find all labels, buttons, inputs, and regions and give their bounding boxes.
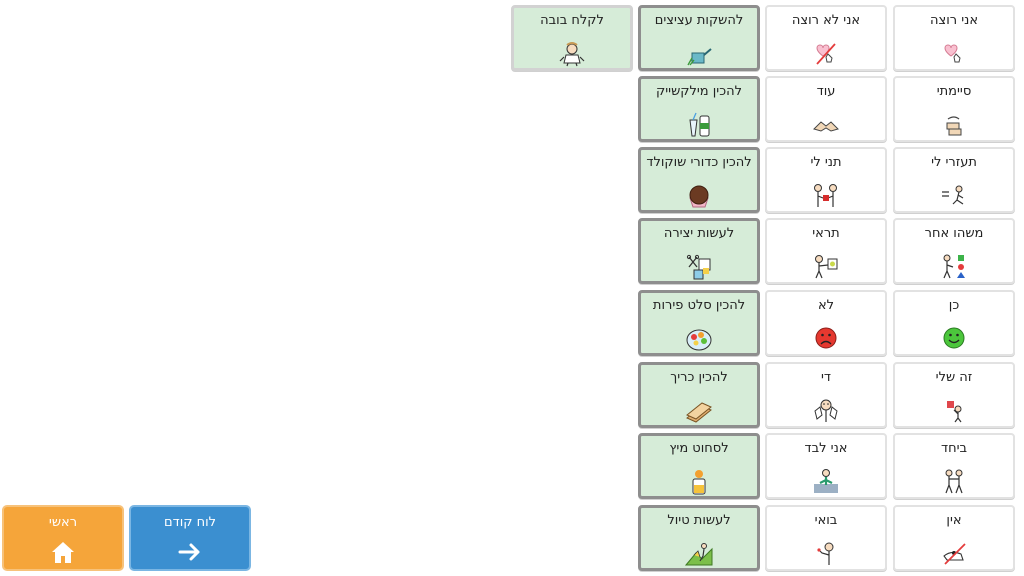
- tile-label: בואי: [814, 513, 838, 528]
- tile-yes[interactable]: כן: [893, 290, 1015, 356]
- previous-board-label: לוח קודם: [163, 515, 217, 530]
- tile-label: לעשות טיול: [667, 513, 731, 528]
- tile-i-want[interactable]: אני רוצה: [893, 5, 1015, 71]
- tile-label: אני לא רוצה: [791, 13, 861, 28]
- tile-craft[interactable]: לעשות יצירה: [638, 218, 760, 284]
- tile-bathe-doll[interactable]: לקלח בובה: [511, 5, 633, 71]
- finished-hands-icon: [939, 111, 969, 137]
- give-me-icon: [811, 182, 841, 208]
- tile-label: להכין סלט פירות: [652, 298, 746, 313]
- trip-icon: [684, 541, 714, 567]
- tile-label: משהו אחר: [924, 226, 984, 241]
- tile-its-mine[interactable]: זה שלי: [893, 362, 1015, 428]
- tile-label: תני לי: [810, 155, 842, 170]
- tile-fruit-salad[interactable]: להכין סלט פירות: [638, 290, 760, 356]
- stop-hands-icon: [811, 397, 841, 423]
- tile-something-else[interactable]: משהו אחר: [893, 218, 1015, 284]
- chocolate-ball-icon: [684, 183, 714, 209]
- tile-chocolate-balls[interactable]: להכין כדורי שוקולד: [638, 147, 760, 213]
- tile-label: תעזרי לי: [931, 155, 977, 170]
- home-button[interactable]: ראשי: [2, 505, 124, 571]
- tile-label: אני לבד: [804, 441, 848, 456]
- tile-make-sandwich[interactable]: להכין כריך: [638, 362, 760, 428]
- tile-finished[interactable]: סיימתי: [893, 76, 1015, 142]
- tile-label: לסחוט מיץ: [669, 441, 729, 456]
- fruit-salad-icon: [684, 326, 714, 352]
- heart-hand-icon: [939, 40, 969, 66]
- tile-label: כן: [948, 298, 960, 313]
- tile-label: להשקות עציצים: [654, 13, 744, 28]
- tile-label: עוד: [816, 84, 836, 99]
- tile-label: זה שלי: [935, 370, 973, 385]
- previous-board-button[interactable]: לוח קודם: [129, 505, 251, 571]
- sad-face-icon: [811, 325, 841, 351]
- arrow-right-icon: [177, 539, 203, 565]
- tile-enough[interactable]: די: [765, 362, 887, 428]
- tile-water-plants[interactable]: להשקות עציצים: [638, 5, 760, 71]
- tile-label: לקלח בובה: [540, 13, 604, 28]
- mine-icon: [939, 397, 969, 423]
- tile-look[interactable]: תראי: [765, 218, 887, 284]
- tile-more[interactable]: עוד: [765, 76, 887, 142]
- tile-make-milkshake[interactable]: להכין מילקשייק: [638, 76, 760, 142]
- tile-label: להכין כריך: [670, 370, 728, 385]
- tile-help-me[interactable]: תעזרי לי: [893, 147, 1015, 213]
- alone-icon: [811, 468, 841, 494]
- tile-squeeze-juice[interactable]: לסחוט מיץ: [638, 433, 760, 499]
- watering-can-icon: [684, 41, 714, 67]
- tile-label: לעשות יצירה: [663, 226, 735, 241]
- home-icon: [50, 539, 76, 565]
- tile-go-on-trip[interactable]: לעשות טיול: [638, 505, 760, 571]
- come-icon: [811, 540, 841, 566]
- tile-label: ביחד: [940, 441, 967, 456]
- tile-label: להכין כדורי שוקולד: [646, 155, 752, 170]
- juice-icon: [684, 469, 714, 495]
- tile-label: תראי: [812, 226, 840, 241]
- tile-no[interactable]: לא: [765, 290, 887, 356]
- tile-label: סיימתי: [936, 84, 972, 99]
- home-label: ראשי: [48, 515, 78, 530]
- tile-none[interactable]: אין: [893, 505, 1015, 571]
- tile-label: אני רוצה: [929, 13, 979, 28]
- look-icon: [811, 253, 841, 279]
- tile-label: די: [820, 370, 831, 385]
- craft-icon: [684, 254, 714, 280]
- more-hands-icon: [811, 111, 841, 137]
- milkshake-icon: [684, 112, 714, 138]
- none-icon: [939, 540, 969, 566]
- something-else-icon: [939, 253, 969, 279]
- tile-come[interactable]: בואי: [765, 505, 887, 571]
- sandwich-icon: [684, 398, 714, 424]
- help-me-icon: [939, 182, 969, 208]
- crossed-heart-icon: [811, 40, 841, 66]
- tile-label: אין: [946, 513, 962, 528]
- tile-give-me[interactable]: תני לי: [765, 147, 887, 213]
- tile-label: לא: [817, 298, 835, 313]
- tile-i-dont-want[interactable]: אני לא רוצה: [765, 5, 887, 71]
- tile-label: להכין מילקשייק: [656, 84, 742, 99]
- tile-together[interactable]: ביחד: [893, 433, 1015, 499]
- tile-myself[interactable]: אני לבד: [765, 433, 887, 499]
- doll-icon: [557, 41, 587, 67]
- happy-face-icon: [939, 325, 969, 351]
- together-icon: [939, 468, 969, 494]
